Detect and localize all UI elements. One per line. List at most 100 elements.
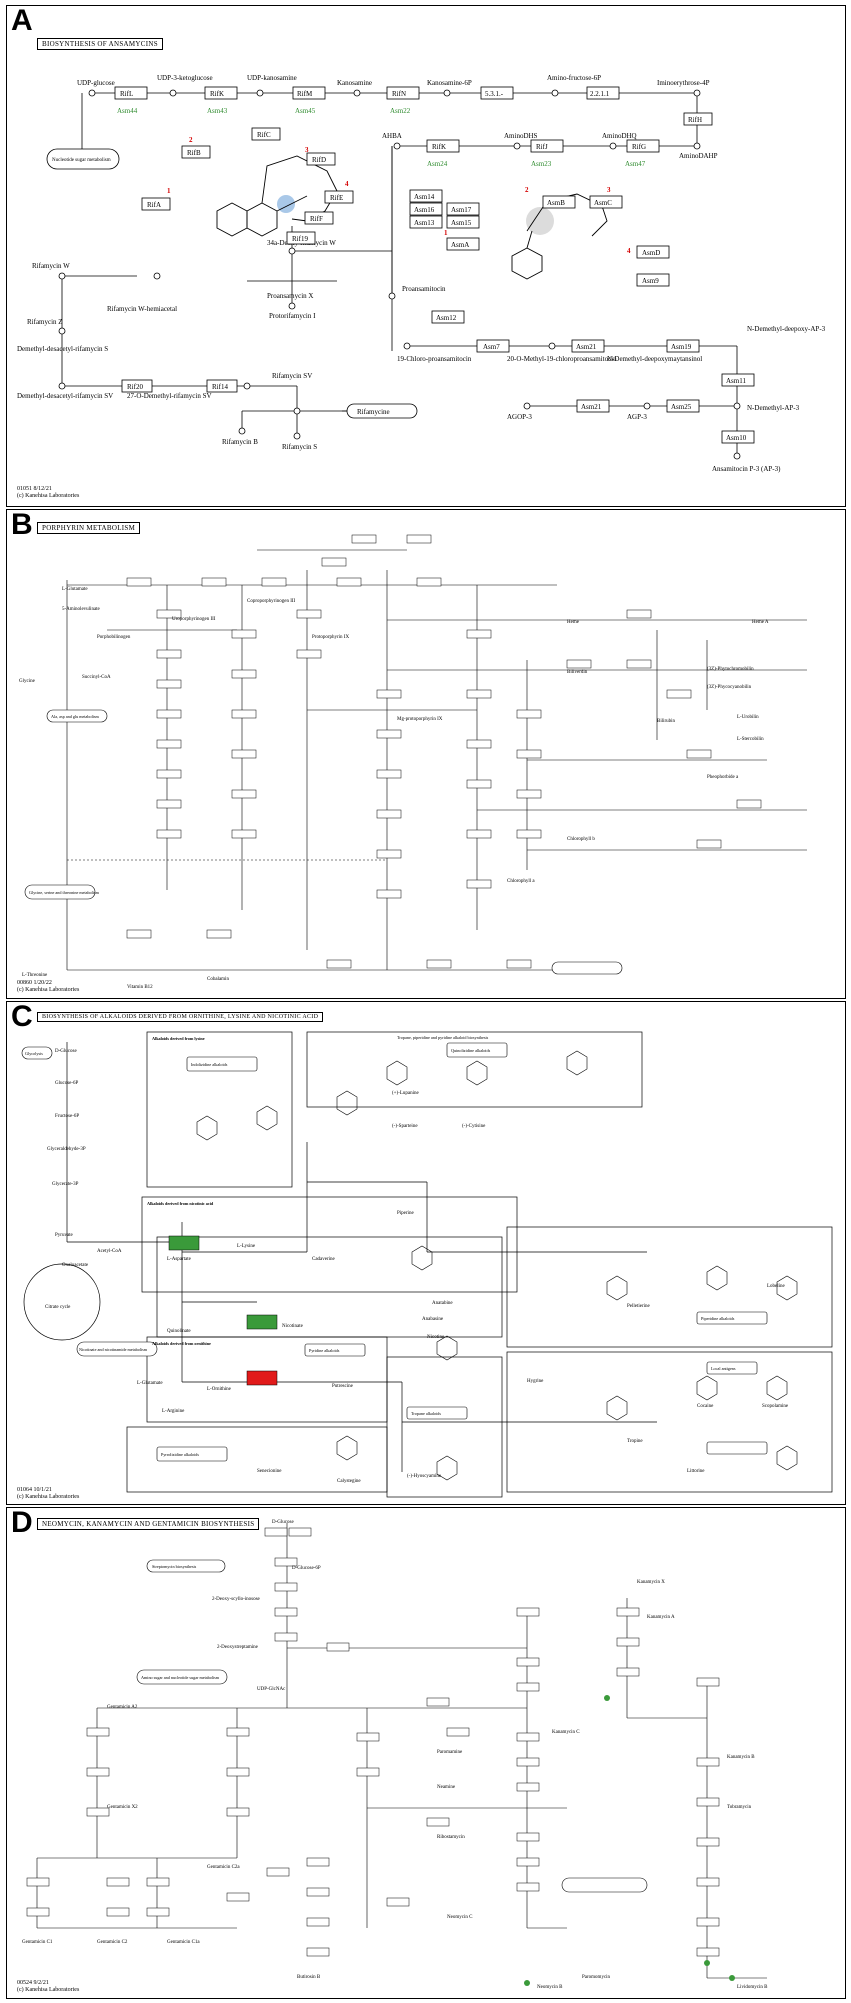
panel-b: B PORPHYRIN METABOLISM xyxy=(6,508,846,999)
compound-l-lysine: L-Lysine xyxy=(237,1244,256,1249)
compound-ansamitocin-p3: Ansamitocin P-3 (AP-3) xyxy=(712,465,781,473)
compound-27-o-demethyl: 27-O-Demethyl-rifamycin SV xyxy=(127,392,212,400)
enzyme-rifk-2: RifK xyxy=(432,143,446,151)
panel-a: A BIOSYNTHESIS OF ANSAMYCINS xyxy=(6,4,846,507)
box-quinolizidine: Quinolizidine alkaloids xyxy=(451,1048,491,1053)
compound-succinyl-coa: Succinyl-CoA xyxy=(82,675,111,680)
compound-l-threonine: L-Threonine xyxy=(22,973,48,978)
compound-d-glucose: D-Glucose xyxy=(55,1049,77,1054)
map-title: BIOSYNTHESIS OF ALKALOIDS DERIVED FROM O… xyxy=(37,1012,324,1022)
compound-uroporphyrinogen: Uroporphyrinogen III xyxy=(172,617,216,622)
enzyme-asm9: Asm9 xyxy=(642,277,659,285)
compound-vitamin-b12: Vitamin B12 xyxy=(127,985,153,990)
enzyme-rifc: RifC xyxy=(257,131,271,139)
box-tropane: Tropane alkaloids xyxy=(411,1411,441,1416)
compound-acetyl-coa: Acetyl-CoA xyxy=(97,1249,122,1254)
compound-littorine: Littorine xyxy=(687,1469,705,1474)
compound-l-arginine: L-Arginine xyxy=(162,1409,185,1414)
compound-tobramycin: Tobramycin xyxy=(727,1805,752,1810)
compound-mg-protoporphyrin: Mg-protoporphyrin IX xyxy=(397,717,443,722)
map-title: PORPHYRIN METABOLISM xyxy=(37,522,141,534)
enzyme-asm21: Asm21 xyxy=(576,343,597,351)
compound-rifamycin-w-hemiacetal: Rifamycin W-hemiacetal xyxy=(107,305,177,313)
compound-senecionine: Senecionine xyxy=(257,1469,282,1474)
compound-n-demethyl-deepoxymaytansinol: N-Demethyl-deepoxymaytansinol xyxy=(607,355,702,363)
compound-gentamicin-a2: Gentamicin A2 xyxy=(107,1705,138,1710)
compound-rifamycin-z: Rifamycin Z xyxy=(27,318,63,326)
enzyme-rifh: RifH xyxy=(688,116,702,124)
enzyme-rifn: RifN xyxy=(392,90,406,98)
compound-phycocyanobilin: (3Z)-Phycocyanobilin xyxy=(707,685,752,690)
compound-gentamicin-c2: Gentamicin C2 xyxy=(97,1940,128,1945)
compound-protorifamycin: Protorifamycin I xyxy=(269,312,316,320)
compound-19-chloro: 19-Chloro-proansamitocin xyxy=(397,355,472,363)
compound-ahba: AHBA xyxy=(382,132,402,140)
compound-heme-a: Heme A xyxy=(752,620,769,625)
module-number: 3 xyxy=(607,186,611,194)
enzyme-asm17: Asm17 xyxy=(451,206,472,214)
gene-asm43: Asm43 xyxy=(207,107,228,115)
compound-nicotinate: Nicotinate xyxy=(282,1324,304,1329)
box-pyrrolizidine: Pyrrolizidine alkaloids xyxy=(161,1452,199,1457)
compound-paromamine: Paromamine xyxy=(437,1750,463,1755)
enzyme-2-2-1-1: 2.2.1.1 xyxy=(590,90,610,98)
compound-d-glucose-6p: D-Glucose-6P xyxy=(292,1566,321,1571)
enzyme-rif19: Rif19 xyxy=(292,235,308,243)
compound-l-aspartate: L-Aspartate xyxy=(167,1257,192,1262)
compound-kanamycin-a: Kanamycin A xyxy=(647,1615,675,1620)
enzyme-5-3-1: 5.3.1.- xyxy=(485,90,504,98)
compound-pyruvate: Pyruvate xyxy=(55,1233,74,1238)
enzyme-asm12: Asm12 xyxy=(436,314,457,322)
pathway-glycine-serine-threonine: Glycine, serine and threonine metabolism xyxy=(29,890,100,896)
map-title: NEOMYCIN, KANAMYCIN AND GENTAMICIN BIOSY… xyxy=(37,1518,260,1530)
panel-letter: A xyxy=(11,4,33,37)
compound-l-glutamate: L-Glutamate xyxy=(137,1381,163,1386)
ansamitocin-gene-labels: Asm44 Asm43 Asm45 Asm22 Asm47 Asm23 Asm2… xyxy=(117,107,646,168)
box-local-antigens: Local antigens xyxy=(711,1366,736,1371)
compound-udp-kanosamine: UDP-kanosamine xyxy=(247,74,297,82)
panel-letter: C xyxy=(11,1000,33,1033)
compound-n-demethyl-ap3: N-Demethyl-AP-3 xyxy=(747,404,800,412)
module-number: 1 xyxy=(444,229,448,237)
enzyme-rifg: RifG xyxy=(632,143,646,151)
label-nicotinic-box: Alkaloids derived from nicotinic acid xyxy=(147,1201,214,1206)
compound-rifamycin-b: Rifamycin B xyxy=(222,438,258,446)
alkaloid-pathway-diagram: D-Glucose Glucose-6P Fructose-6P Glycera… xyxy=(21,1031,833,1498)
compound-glycine: Glycine xyxy=(19,679,36,684)
compound-demethyl-s: Demethyl-desacetyl-rifamycin S xyxy=(17,345,108,353)
compound-agop3: AGOP-3 xyxy=(507,413,532,421)
compound-calystegine: Calystegine xyxy=(337,1479,361,1484)
box-indolizidine: Indolizidine alkaloids xyxy=(191,1062,228,1067)
compound-proansamycin-x: Proansamycin X xyxy=(267,292,313,300)
compound-gentamicin-c2a: Gentamicin C2a xyxy=(207,1865,240,1870)
enzyme-asmb: AsmB xyxy=(547,199,565,207)
enzyme-rifj: RifJ xyxy=(536,143,548,151)
compound-kanamycin-c: Kanamycin C xyxy=(552,1730,580,1735)
enzyme-asm10: Asm10 xyxy=(726,434,747,442)
panel-c: C BIOSYNTHESIS OF ALKALOIDS DERIVED FROM… xyxy=(6,1000,846,1505)
label-lysine-box: Alkaloids derived from lysine xyxy=(152,1036,205,1041)
compound-aminolevulinate: 5-Aminolevulinate xyxy=(62,607,101,612)
compound-kanamycin-b: Kanamycin B xyxy=(727,1755,755,1760)
compound-cadaverine: Cadaverine xyxy=(312,1257,336,1262)
compound-heme: Heme xyxy=(567,620,580,625)
compound-l-urobilin: L-Urobilin xyxy=(737,715,759,720)
compound-cobalamin: Cobalamin xyxy=(207,977,229,982)
compound-quinolinate: Quinolinate xyxy=(167,1329,191,1334)
compound-aminodahp: AminoDAHP xyxy=(679,152,718,160)
compound-hyoscyamine: (-)-Hyoscyamine xyxy=(407,1474,442,1479)
compound-rifamycin-w: Rifamycin W xyxy=(32,262,70,270)
compound-rifamycin-sv: Rifamycin SV xyxy=(272,372,312,380)
box-pyridine: Pyridine alkaloids xyxy=(309,1348,340,1353)
compound-pelletierine: Pelletierine xyxy=(627,1304,651,1309)
module-numbers: 1 2 3 4 1 2 3 4 xyxy=(167,136,631,255)
enzyme-rifk: RifK xyxy=(210,90,224,98)
compound-n-demethyl-deepoxy-ap3: N-Demethyl-deepoxy-AP-3 xyxy=(747,325,826,333)
enzyme-asm19: Asm19 xyxy=(671,343,692,351)
compound-neamine: Neamine xyxy=(437,1785,456,1790)
panel-letter: D xyxy=(11,1506,33,1539)
compound-2-deoxystreptamine: 2-Deoxystreptamine xyxy=(217,1645,259,1650)
compound-udp-glucose: UDP-glucose xyxy=(77,79,115,87)
compound-paromomycin: Paromomycin xyxy=(582,1975,611,1980)
compound-gentamicin-x2: Gentamicin X2 xyxy=(107,1805,138,1810)
